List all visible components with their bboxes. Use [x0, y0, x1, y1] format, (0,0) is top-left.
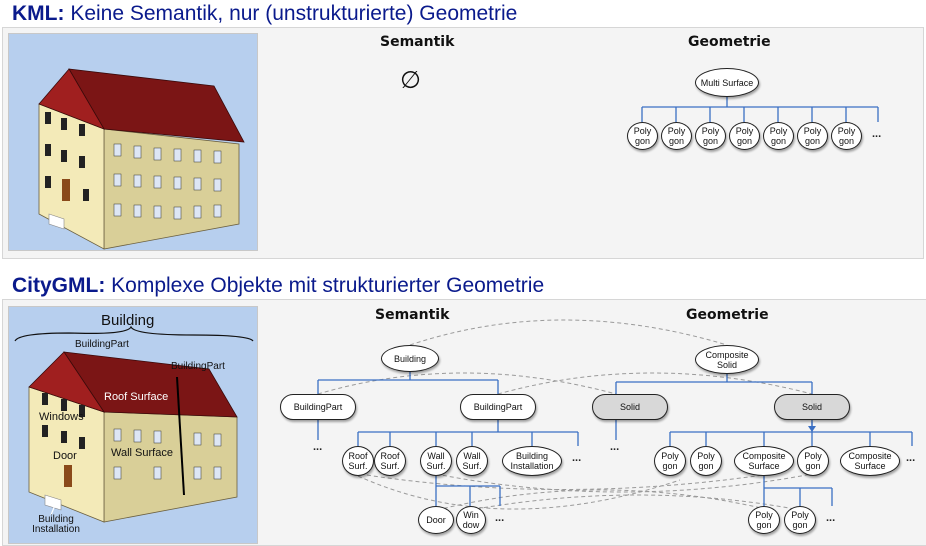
geo-solid-node: Solid	[774, 394, 850, 420]
img-label-building-part-right: BuildingPart	[171, 361, 225, 372]
citygml-title-bold: CityGML:	[12, 274, 106, 297]
sem-ellipsis: ...	[313, 441, 323, 453]
sem-roof-surface-node: Roof Surf.	[342, 446, 374, 476]
empty-set-symbol: ∅	[400, 66, 421, 94]
geo-ellipsis: ...	[610, 441, 620, 453]
img-label-door: Door	[53, 450, 77, 462]
sem-buildingpart-node: BuildingPart	[460, 394, 536, 420]
geo-ellipsis: ...	[906, 452, 916, 464]
sem-wall-surface-node: Wall Surf.	[456, 446, 488, 476]
kml-polygon-node: Poly gon	[729, 122, 760, 150]
kml-building-image	[8, 33, 258, 251]
citygml-title-rest: Komplexe Objekte mit strukturierter Geom…	[105, 274, 545, 297]
kml-title-bold: KML:	[12, 2, 65, 25]
citygml-semantik-heading: Semantik	[375, 307, 450, 323]
geo-polygon-node: Poly gon	[748, 506, 780, 534]
kml-polygon-node: Poly gon	[763, 122, 794, 150]
multi-surface-node: Multi Surface	[695, 68, 759, 97]
kml-semantik-heading: Semantik	[380, 34, 455, 50]
sem-ellipsis: ...	[572, 452, 582, 464]
geo-polygon-node: Poly gon	[690, 446, 722, 476]
citygml-geometrie-heading: Geometrie	[686, 307, 769, 323]
kml-polygon-node: Poly gon	[831, 122, 862, 150]
sem-ellipsis: ...	[495, 512, 505, 524]
img-label-roof-surface: Roof Surface	[104, 391, 169, 403]
img-label-building: Building	[101, 312, 155, 329]
img-label-wall-surface: Wall Surface	[111, 447, 173, 459]
kml-title: KML: Keine Semantik, nur (unstrukturiert…	[12, 2, 517, 26]
geo-composite-solid-node: Composite Solid	[695, 345, 759, 374]
sem-window-node: Win dow	[456, 506, 486, 534]
geo-polygon-node: Poly gon	[797, 446, 829, 476]
img-label-windows: Windows	[39, 411, 84, 423]
kml-ellipsis: ...	[872, 128, 882, 140]
geo-polygon-node: Poly gon	[784, 506, 816, 534]
sem-wall-surface-node: Wall Surf.	[420, 446, 452, 476]
kml-polygon-node: Poly gon	[661, 122, 692, 150]
sem-buildingpart-node: BuildingPart	[280, 394, 356, 420]
geo-solid-node: Solid	[592, 394, 668, 420]
kml-geometrie-heading: Geometrie	[688, 34, 771, 50]
geo-polygon-node: Poly gon	[654, 446, 686, 476]
kml-polygon-node: Poly gon	[695, 122, 726, 150]
sem-door-node: Door	[418, 506, 454, 534]
citygml-building-drawing	[14, 325, 254, 523]
kml-polygon-node: Poly gon	[797, 122, 828, 150]
sem-building-node: Building	[381, 345, 439, 372]
citygml-title: CityGML: Komplexe Objekte mit strukturie…	[12, 274, 544, 298]
kml-title-rest: Keine Semantik, nur (unstrukturierte) Ge…	[64, 2, 518, 25]
geo-composite-surface-node: Composite Surface	[840, 446, 900, 476]
kml-building-drawing	[38, 68, 245, 250]
citygml-building-image: Building BuildingPart BuildingPart Roof …	[8, 306, 258, 544]
geo-composite-surface-node: Composite Surface	[734, 446, 794, 476]
img-label-building-part-left: BuildingPart	[75, 339, 129, 350]
kml-polygon-node: Poly gon	[627, 122, 658, 150]
sem-building-installation-node: Building Installation	[502, 446, 562, 476]
sem-roof-surface-node: Roof Surf.	[374, 446, 406, 476]
geo-ellipsis: ...	[826, 512, 836, 524]
img-label-building-installation: Building Installation	[32, 514, 80, 535]
